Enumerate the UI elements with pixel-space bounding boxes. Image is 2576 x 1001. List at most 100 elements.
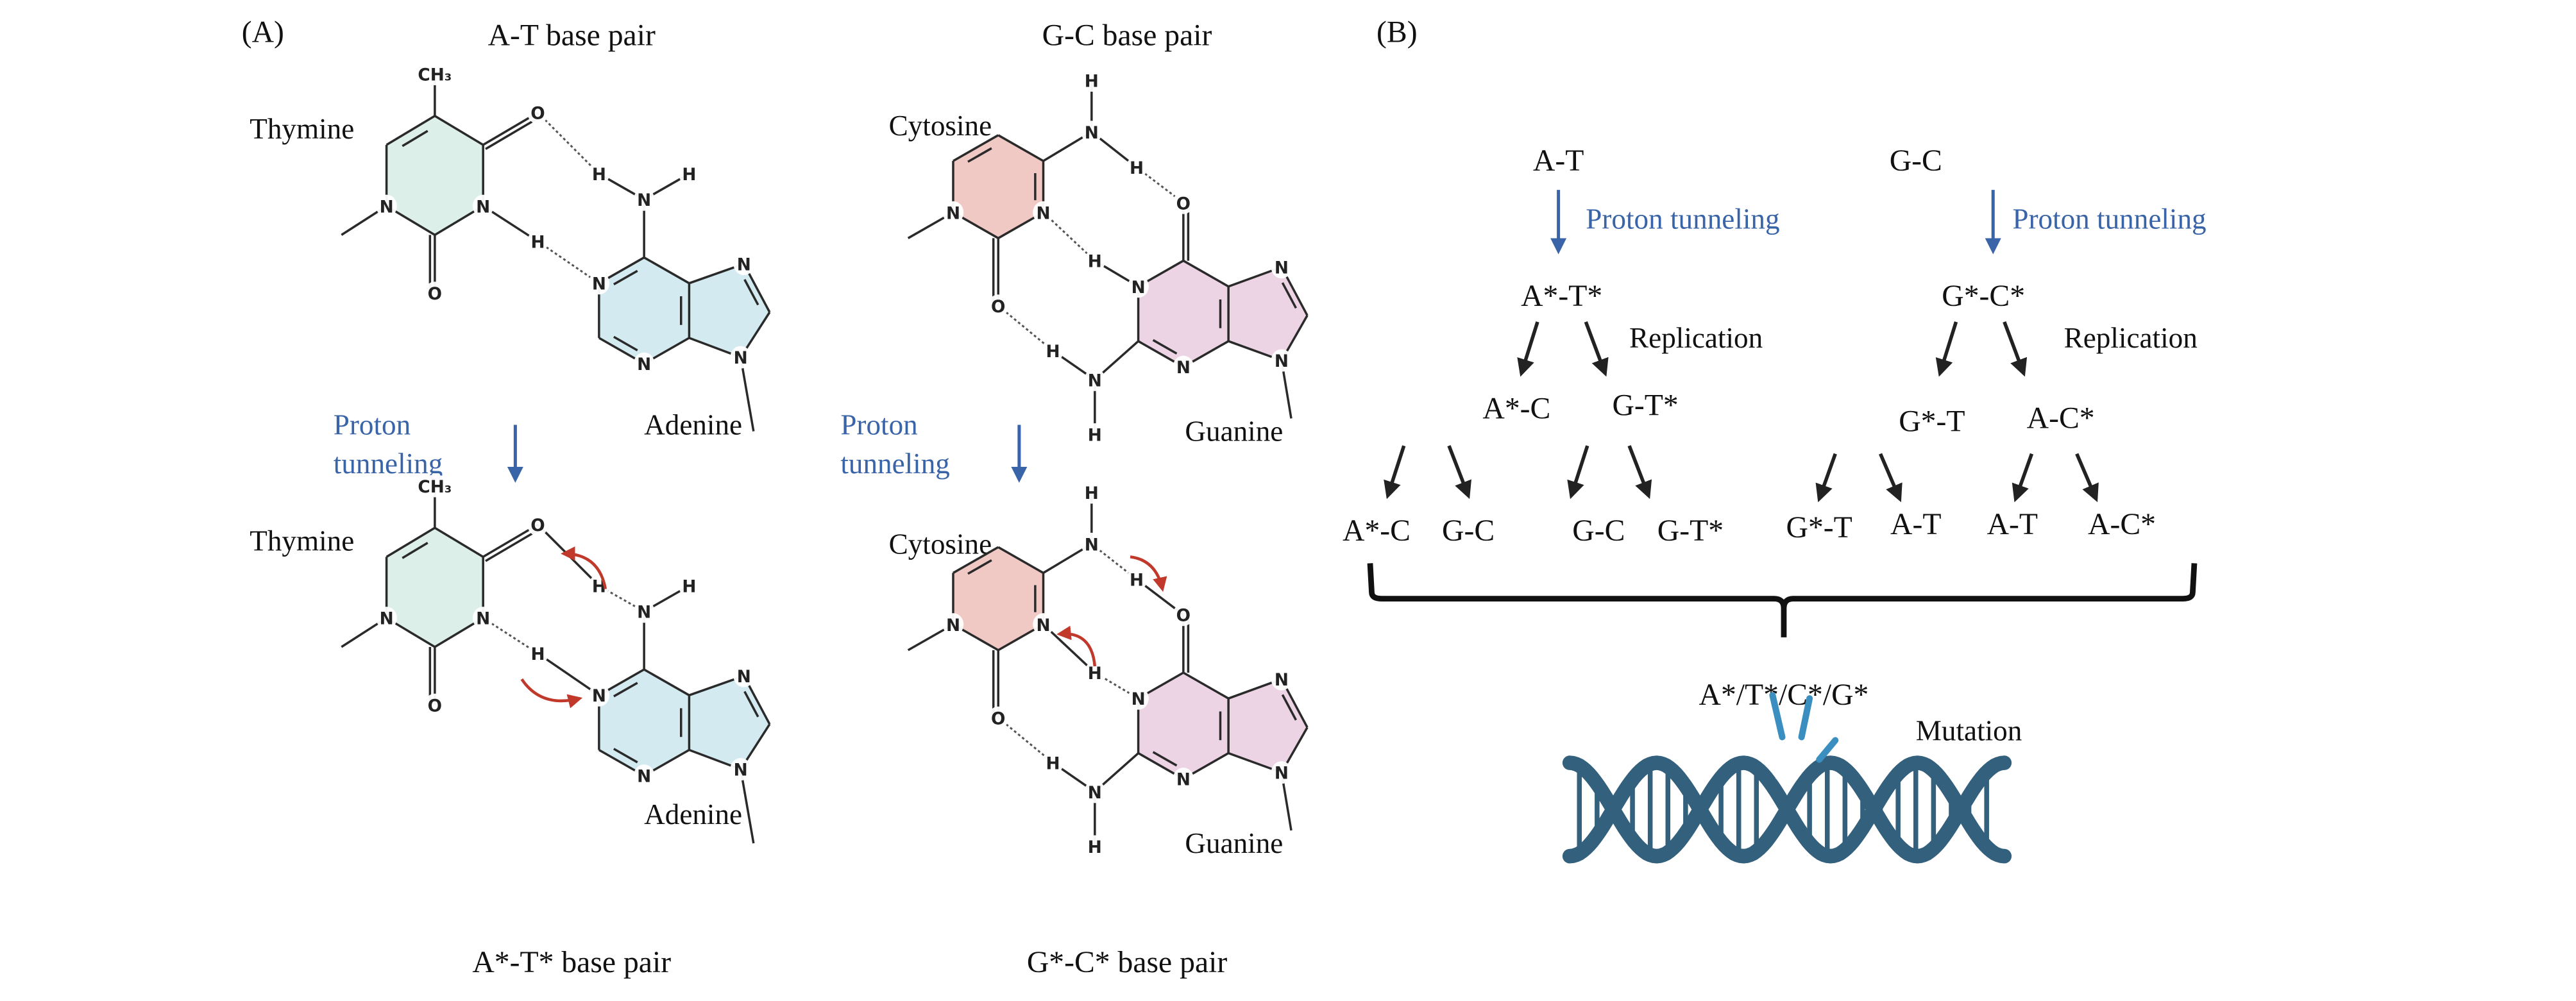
atom-label-n: N	[1088, 371, 1102, 391]
atom-halo	[633, 764, 655, 787]
double-bond	[1281, 694, 1297, 721]
replication-label-at: Replication	[1629, 322, 1763, 354]
atom-halo	[1081, 121, 1103, 144]
replication-arrow-icon	[2012, 453, 2034, 503]
tautomer-pair-gc: G*-C*	[1942, 280, 2025, 313]
curved-arrow-icon	[520, 678, 583, 709]
atom-halo	[417, 62, 453, 86]
atom-halo	[1084, 780, 1106, 803]
double-bond	[1152, 339, 1178, 355]
atom-label-o: O	[1176, 607, 1191, 626]
gc-base-pair-title: G-C base pair	[1042, 19, 1212, 52]
curved-arrow-icon	[561, 546, 607, 589]
hydrogen-bond	[537, 112, 600, 175]
atom-halo	[1081, 481, 1103, 504]
thymine-label-tautomer: Thymine	[250, 525, 354, 557]
atom-label-ch3: CH₃	[418, 65, 452, 85]
atom-label-n: N	[946, 616, 960, 635]
covalent-bond	[386, 526, 436, 558]
tunneling-text-gc: Proton tunneling	[2012, 203, 2206, 235]
at-base-pair-title: A-T base pair	[488, 19, 656, 52]
atom-label-n: N	[1131, 278, 1146, 298]
atom-halo	[1126, 568, 1148, 591]
double-bond	[613, 335, 638, 351]
double-bond	[613, 748, 638, 764]
double-bond	[402, 130, 428, 147]
covalent-bond	[434, 526, 484, 558]
atom-label-n: N	[592, 687, 606, 706]
replication-arrow-icon	[2003, 321, 2028, 377]
start-pair-gc: G-C	[1890, 144, 1942, 178]
cytosine-label: Cytosine	[889, 110, 992, 142]
atom-label-n: N	[946, 204, 960, 223]
adenine6-ring	[598, 669, 690, 776]
atom-halo	[1271, 761, 1292, 784]
atom-label-n: N	[476, 198, 490, 217]
thymine-ring	[386, 528, 484, 647]
replication-arrow-icon	[2075, 453, 2099, 503]
tunneling-text-line1: Proton	[840, 409, 917, 441]
atom-label-ch3: CH₃	[418, 478, 452, 497]
atom-halo	[1081, 532, 1103, 555]
hydrogen-bond	[482, 617, 539, 655]
gc-star-base-pair-title: G*-C* base pair	[1027, 946, 1228, 979]
atom-label-n: N	[1275, 352, 1289, 371]
atom-label-n: N	[734, 349, 748, 368]
proton-tunneling-gc: Proton tunneling	[840, 409, 1028, 483]
double-bond	[613, 269, 638, 285]
atom-halo	[1081, 69, 1103, 92]
atom-label-h: H	[1085, 484, 1099, 503]
atom-halo	[987, 294, 1009, 317]
cytosine-ring	[953, 547, 1044, 650]
guanine6-ring	[1138, 260, 1229, 367]
atom-halo	[733, 664, 755, 687]
atom-label-n: N	[1088, 784, 1102, 803]
tunneling-text-line2: tunneling	[840, 448, 950, 480]
atom-label-h: H	[1046, 342, 1060, 362]
replication-arrow-icon	[1627, 445, 1652, 500]
replication-arrow-icon	[1879, 453, 1902, 503]
atom-label-o: O	[991, 298, 1005, 317]
atom-halo	[942, 613, 964, 636]
atom-label-n: N	[1085, 535, 1099, 555]
guanine6-ring	[1138, 673, 1229, 779]
adenine-label: Adenine	[644, 409, 742, 441]
atom-label-h: H	[530, 645, 545, 664]
atom-label-n: N	[1037, 616, 1051, 635]
dna-strand	[1562, 755, 2012, 864]
covalent-bond	[953, 134, 999, 162]
atom-label-n: N	[1176, 771, 1191, 790]
tunneling-text-at: Proton tunneling	[1586, 203, 1779, 235]
double-bond	[402, 542, 428, 559]
cytosine-ring	[953, 135, 1044, 239]
mutation-spark-icon	[1798, 695, 1813, 741]
first-gen-pair: A-C*	[2027, 402, 2095, 435]
atom-halo	[424, 282, 446, 305]
first-gen-pair: G-T*	[1613, 389, 1679, 422]
replication-arrow-icon	[1567, 445, 1589, 500]
atom-halo	[1173, 191, 1194, 214]
atom-halo	[417, 475, 453, 498]
atom-halo	[1084, 661, 1106, 684]
double-bond	[485, 528, 541, 562]
double-bond	[967, 559, 992, 575]
first-gen-pair: A*-C	[1482, 392, 1550, 426]
covalent-bond	[953, 546, 999, 574]
atom-halo	[1173, 355, 1194, 378]
covalent-bond	[537, 652, 600, 696]
atom-label-n: N	[1275, 259, 1289, 278]
atom-label-h: H	[1130, 571, 1144, 591]
first-gen-pair: G*-T	[1899, 405, 1965, 439]
atom-halo	[1033, 201, 1054, 224]
atom-halo	[1173, 603, 1194, 627]
atom-label-h: H	[1130, 159, 1144, 178]
adenine6-ring	[598, 257, 690, 364]
double-bond	[743, 691, 759, 718]
atom-halo	[942, 201, 964, 224]
atom-halo	[1271, 668, 1292, 691]
